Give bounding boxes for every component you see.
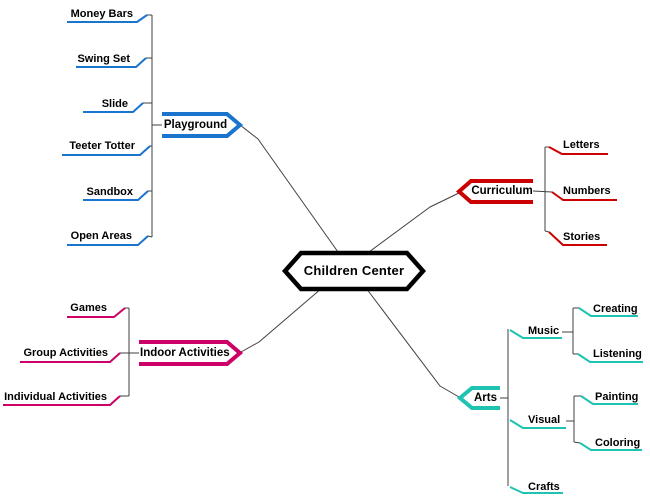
- underline-teeter-totter: [62, 145, 151, 156]
- node-label-teeter-totter[interactable]: Teeter Totter: [69, 140, 135, 152]
- underline-money-bars: [67, 14, 148, 23]
- center-node-shape[interactable]: [281, 250, 427, 292]
- playground-node-shape[interactable]: [162, 112, 244, 138]
- playground-connector-lines: [143, 14, 339, 253]
- node-label-creating[interactable]: Creating: [593, 303, 638, 315]
- node-label-sandbox[interactable]: Sandbox: [86, 186, 133, 198]
- node-label-listening[interactable]: Listening: [593, 348, 642, 360]
- node-label-games[interactable]: Games: [70, 302, 107, 314]
- underline-listening: [577, 353, 643, 363]
- node-label-visual[interactable]: Visual: [528, 414, 561, 426]
- underline-slide: [83, 102, 144, 113]
- underline-swing-set: [76, 57, 147, 68]
- node-label-coloring[interactable]: Coloring: [595, 437, 641, 449]
- node-label-playground[interactable]: Playground: [163, 119, 228, 131]
- underline-painting: [580, 395, 638, 405]
- underline-individual-activities: [3, 395, 121, 406]
- underline-sandbox: [83, 190, 149, 201]
- underline-stories: [548, 231, 607, 246]
- underline-creating: [578, 307, 638, 317]
- underline-music: [509, 329, 562, 339]
- connector-lines: [120, 14, 581, 486]
- node-label-crafts[interactable]: Crafts: [528, 481, 560, 493]
- node-label-music[interactable]: Music: [528, 325, 560, 337]
- underline-numbers: [551, 191, 617, 201]
- indoor-activities-node-shape[interactable]: [139, 340, 244, 366]
- node-label-letters[interactable]: Letters: [563, 139, 600, 151]
- arts-node-shape[interactable]: [456, 386, 500, 410]
- node-label-open-areas[interactable]: Open Areas: [70, 230, 132, 242]
- node-label-swing-set[interactable]: Swing Set: [77, 53, 130, 65]
- indoor-activities-connector-lines: [120, 287, 323, 397]
- curriculum-connector-lines: [368, 146, 553, 253]
- curriculum-branch: [455, 146, 617, 246]
- center-node-label[interactable]: Children Center: [303, 263, 405, 278]
- underline-coloring: [579, 442, 642, 451]
- node-label-indoor-activities[interactable]: Indoor Activities: [140, 347, 230, 359]
- indoor-activities-branch: [3, 307, 244, 406]
- node-label-group-activities[interactable]: Group Activities: [23, 347, 108, 359]
- node-label-painting[interactable]: Painting: [595, 391, 639, 403]
- underline-games: [67, 307, 126, 318]
- curriculum-node-shape[interactable]: [455, 179, 533, 204]
- node-label-money-bars[interactable]: Money Bars: [70, 8, 133, 20]
- arts-connector-lines: [365, 287, 581, 486]
- underline-open-areas: [67, 235, 149, 246]
- playground-branch: [62, 14, 244, 246]
- node-label-arts[interactable]: Arts: [473, 392, 497, 404]
- underline-letters: [548, 146, 608, 155]
- node-label-individual-activities[interactable]: Individual Activities: [4, 391, 107, 403]
- node-label-stories[interactable]: Stories: [563, 231, 601, 243]
- node-label-curriculum[interactable]: Curriculum: [471, 185, 533, 197]
- arts-branch: [456, 307, 643, 494]
- underline-visual: [509, 419, 566, 429]
- node-label-numbers[interactable]: Numbers: [563, 185, 611, 197]
- node-label-slide[interactable]: Slide: [101, 98, 128, 110]
- underline-crafts: [509, 486, 563, 494]
- underline-group-activities: [20, 352, 121, 363]
